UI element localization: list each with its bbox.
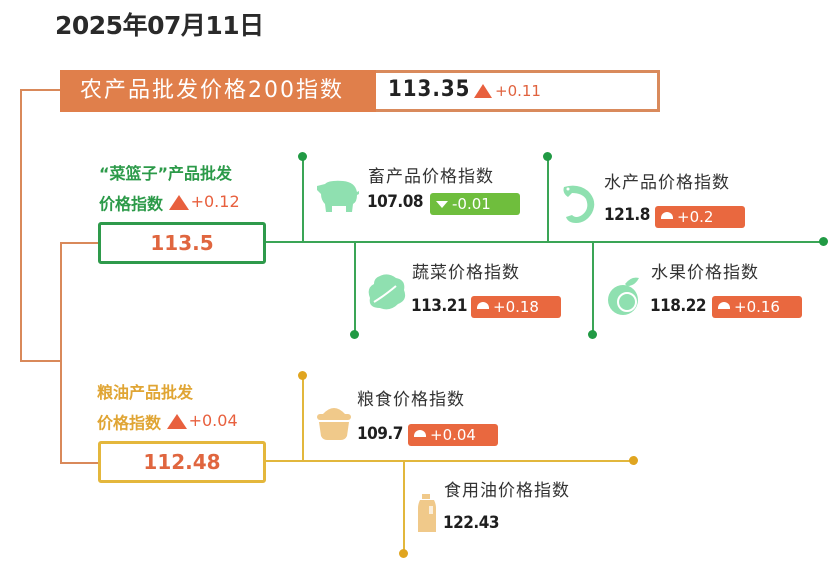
grain-index-change-badge: +0.04 — [408, 424, 498, 446]
branch-end-dot — [399, 549, 408, 558]
category-basket-title-line1: “菜篮子”产品批发 — [99, 164, 233, 183]
category-grain-oil-change-value: +0.04 — [188, 411, 238, 430]
vegetable-index-change: +0.18 — [493, 298, 539, 316]
fruit-icon — [608, 277, 639, 315]
livestock-index-change: -0.01 — [452, 195, 491, 213]
category-basket-change-value: +0.12 — [190, 192, 240, 211]
aquatic-index-change-badge: +0.2 — [655, 206, 745, 228]
up-triangle-icon — [168, 194, 189, 210]
branch-end-dot — [629, 456, 638, 465]
shrimp-icon — [563, 185, 595, 223]
vegetable-icon — [368, 274, 406, 310]
category-grain-oil-title-line1: 粮油产品批发 — [97, 383, 194, 402]
branch-end-dot — [350, 330, 359, 339]
category-basket-value-box: 113.5 — [98, 222, 266, 264]
up-semicircle-icon — [661, 211, 673, 219]
branch-end-dot — [298, 152, 307, 161]
branch-line-fruit — [592, 242, 594, 334]
tree-connector — [60, 462, 98, 464]
category-grain-oil-value-box: 112.48 — [98, 441, 266, 483]
aquatic-index-change: +0.2 — [677, 208, 714, 226]
branch-line-grain — [302, 375, 304, 461]
main-index-value-box — [376, 70, 660, 112]
branch-line-oil — [403, 461, 405, 552]
main-index-change-value: +0.11 — [495, 82, 541, 100]
vegetable-index-value: 113.21 — [411, 296, 468, 316]
fruit-index-change-badge: +0.16 — [712, 296, 802, 318]
up-semicircle-icon — [414, 429, 426, 437]
category-grain-oil-label: 粮油产品批发 价格指数 +0.04 — [97, 379, 238, 438]
category-basket-label: “菜篮子”产品批发 价格指数 +0.12 — [99, 160, 240, 219]
up-triangle-icon — [474, 84, 492, 98]
grain-index-title: 粮食价格指数 — [357, 390, 465, 410]
page-date: 2025年07月11日 — [55, 11, 264, 40]
main-index-change: +0.11 — [474, 82, 541, 100]
category-grain-oil-change: +0.04 — [166, 407, 238, 435]
fruit-index-change: +0.16 — [734, 298, 780, 316]
tree-connector — [60, 242, 98, 244]
branch-end-dot — [298, 371, 307, 380]
branch-line-aquatic — [547, 156, 549, 242]
branch-line-basket — [266, 241, 824, 243]
branch-line-livestock — [302, 156, 304, 242]
pig-icon — [317, 180, 359, 212]
aquatic-index-title: 水产品价格指数 — [604, 173, 730, 193]
fruit-index-title: 水果价格指数 — [651, 263, 759, 283]
branch-end-dot — [588, 330, 597, 339]
category-grain-oil-title-line2-row: 价格指数 +0.04 — [97, 407, 238, 438]
category-basket-change: +0.12 — [168, 188, 240, 216]
livestock-index-title: 畜产品价格指数 — [368, 167, 494, 187]
category-basket-title-line2: 价格指数 — [99, 194, 164, 214]
oil-index-value: 122.43 — [443, 513, 500, 533]
down-triangle-icon — [436, 200, 448, 208]
category-grain-oil-title-line2: 价格指数 — [97, 413, 162, 433]
livestock-index-change-badge: -0.01 — [430, 193, 520, 215]
livestock-index-value: 107.08 — [367, 192, 424, 212]
tree-connector — [20, 360, 62, 362]
tree-connector — [20, 89, 60, 91]
branch-end-dot — [543, 152, 552, 161]
oil-index-title: 食用油价格指数 — [444, 481, 570, 501]
fruit-index-value: 118.22 — [650, 296, 707, 316]
up-triangle-icon — [166, 413, 187, 429]
grain-icon — [317, 408, 351, 440]
oil-bottle-icon — [418, 494, 436, 532]
vegetable-index-change-badge: +0.18 — [471, 296, 561, 318]
main-index-value: 113.35 — [388, 77, 471, 102]
main-index-title: 农产品批发价格200指数 — [60, 70, 376, 112]
up-semicircle-icon — [718, 301, 730, 309]
aquatic-index-value: 121.8 — [604, 205, 650, 225]
grain-index-value: 109.7 — [357, 424, 403, 444]
branch-line-grain-oil — [266, 460, 634, 462]
branch-line-vegetable — [354, 242, 356, 334]
vegetable-index-title: 蔬菜价格指数 — [412, 263, 520, 283]
tree-connector — [60, 242, 62, 464]
branch-end-dot — [819, 237, 828, 246]
grain-index-change: +0.04 — [430, 426, 476, 444]
category-basket-title-line2-row: 价格指数 +0.12 — [99, 188, 240, 219]
tree-connector — [20, 89, 22, 362]
up-semicircle-icon — [477, 301, 489, 309]
